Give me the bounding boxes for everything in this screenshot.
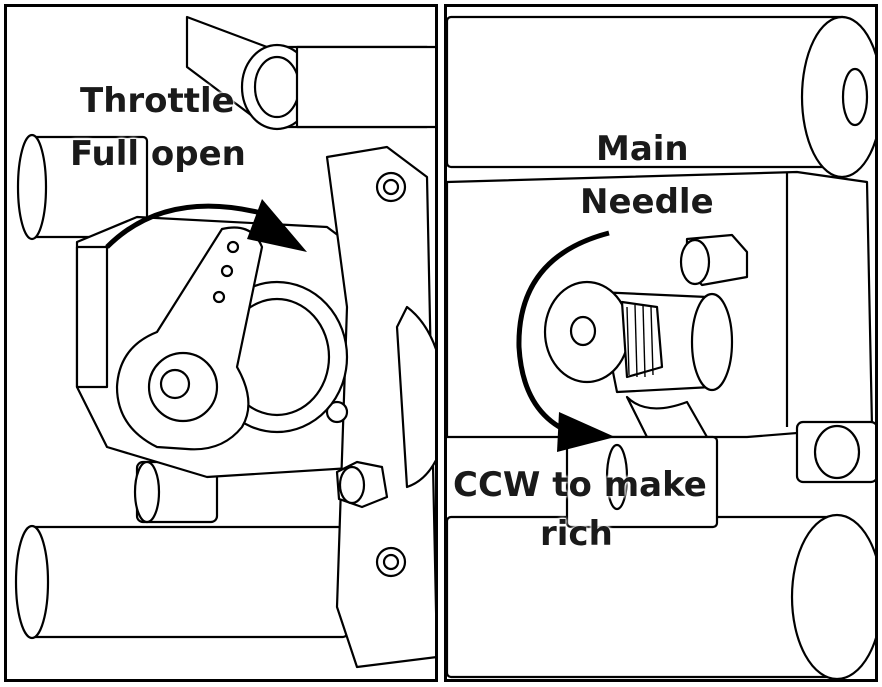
throttle-illustration bbox=[14, 15, 435, 669]
needle-label: Needle bbox=[580, 182, 714, 222]
clockwise-arrow bbox=[105, 199, 307, 252]
counter-clockwise-arrow bbox=[516, 230, 615, 452]
main-label: Main bbox=[596, 129, 689, 169]
main-needle-panel bbox=[444, 4, 878, 682]
full-open-label: Full open bbox=[70, 134, 246, 174]
throttle-panel bbox=[4, 4, 438, 682]
ccw-instruction-label: CCW to make bbox=[453, 465, 707, 505]
throttle-label: Throttle bbox=[80, 81, 235, 121]
main-needle-illustration bbox=[447, 15, 875, 679]
rich-label: rich bbox=[540, 514, 613, 554]
